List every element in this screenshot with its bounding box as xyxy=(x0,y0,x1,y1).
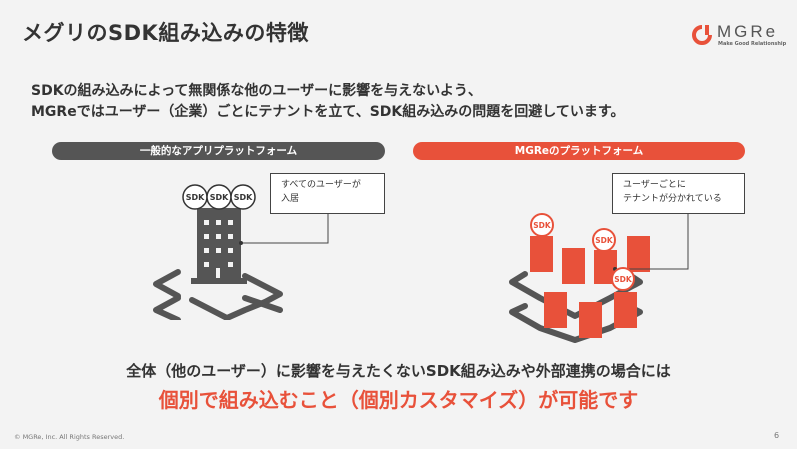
callout-line: テナントが分かれている xyxy=(623,194,722,204)
shared-building-illustration: SDK SDK SDK xyxy=(153,184,329,320)
highlight-text: 個別で組み込むこと（個別カスタマイズ）が可能です xyxy=(158,388,639,412)
tenant-building xyxy=(579,302,602,338)
tenant-building xyxy=(530,236,553,272)
shared-callout: すべてのユーザーが 入居 xyxy=(270,173,385,214)
tenant-building xyxy=(614,292,637,328)
callout-line: すべてのユーザーが xyxy=(281,180,361,190)
sdk-badge-text: SDK xyxy=(533,221,552,230)
mgre-logo: MGRe Make Good Relationship xyxy=(692,22,792,50)
sdk-badge-text: SDK xyxy=(210,193,229,202)
tenant-building xyxy=(627,236,650,272)
sdk-badge: SDK xyxy=(611,267,635,291)
callout-connector xyxy=(615,213,689,270)
logo-brand: MGRe xyxy=(717,22,779,41)
sdk-badge-text: SDK xyxy=(595,236,614,245)
tenant-buildings xyxy=(530,236,650,338)
mgre-platform-label: MGReのプラットフォーム xyxy=(413,142,745,160)
platform-layers xyxy=(153,269,283,320)
logo-tagline: Make Good Relationship xyxy=(718,41,787,47)
sdk-badge: SDK xyxy=(230,184,256,210)
copyright: © MGRe, Inc. All Rights Reserved. xyxy=(14,433,125,441)
tenant-building xyxy=(562,248,585,284)
callout-line: 入居 xyxy=(281,194,300,204)
tenant-buildings-illustration: SDK SDK SDK xyxy=(509,213,689,343)
general-platform-label: 一般的なアプリプラットフォーム xyxy=(52,142,385,160)
sdk-badge-text: SDK xyxy=(186,193,205,202)
platform-layers xyxy=(509,271,643,343)
tenant-building xyxy=(594,250,617,284)
tenant-callout: ユーザーごとに テナントが分かれている xyxy=(612,173,745,214)
sdk-badge: SDK xyxy=(592,228,616,252)
page-number: 6 xyxy=(774,431,780,440)
summary-text: 全体（他のユーザー）に影響を与えたくないSDK組み込みや外部連携の場合には xyxy=(126,362,671,380)
callout-connector xyxy=(241,213,329,244)
intro-line-2: MGReではユーザー（企業）ごとにテナントを立て、SDK組み込みの問題を回避して… xyxy=(31,104,625,120)
sdk-badge-text: SDK xyxy=(614,275,633,284)
sdk-badge: SDK xyxy=(530,213,554,237)
building-icon xyxy=(191,208,247,284)
intro-line-1: SDKの組み込みによって無関係な他のユーザーに影響を与えないよう、 xyxy=(31,83,482,99)
sdk-badge-text: SDK xyxy=(234,193,253,202)
page-title: メグリのSDK組み込みの特徴 xyxy=(22,21,309,45)
sdk-badge: SDK xyxy=(182,184,208,210)
tenant-building xyxy=(544,292,567,328)
sdk-badge: SDK xyxy=(206,184,232,210)
logo-mark-icon xyxy=(692,25,712,45)
callout-line: ユーザーごとに xyxy=(623,180,686,190)
